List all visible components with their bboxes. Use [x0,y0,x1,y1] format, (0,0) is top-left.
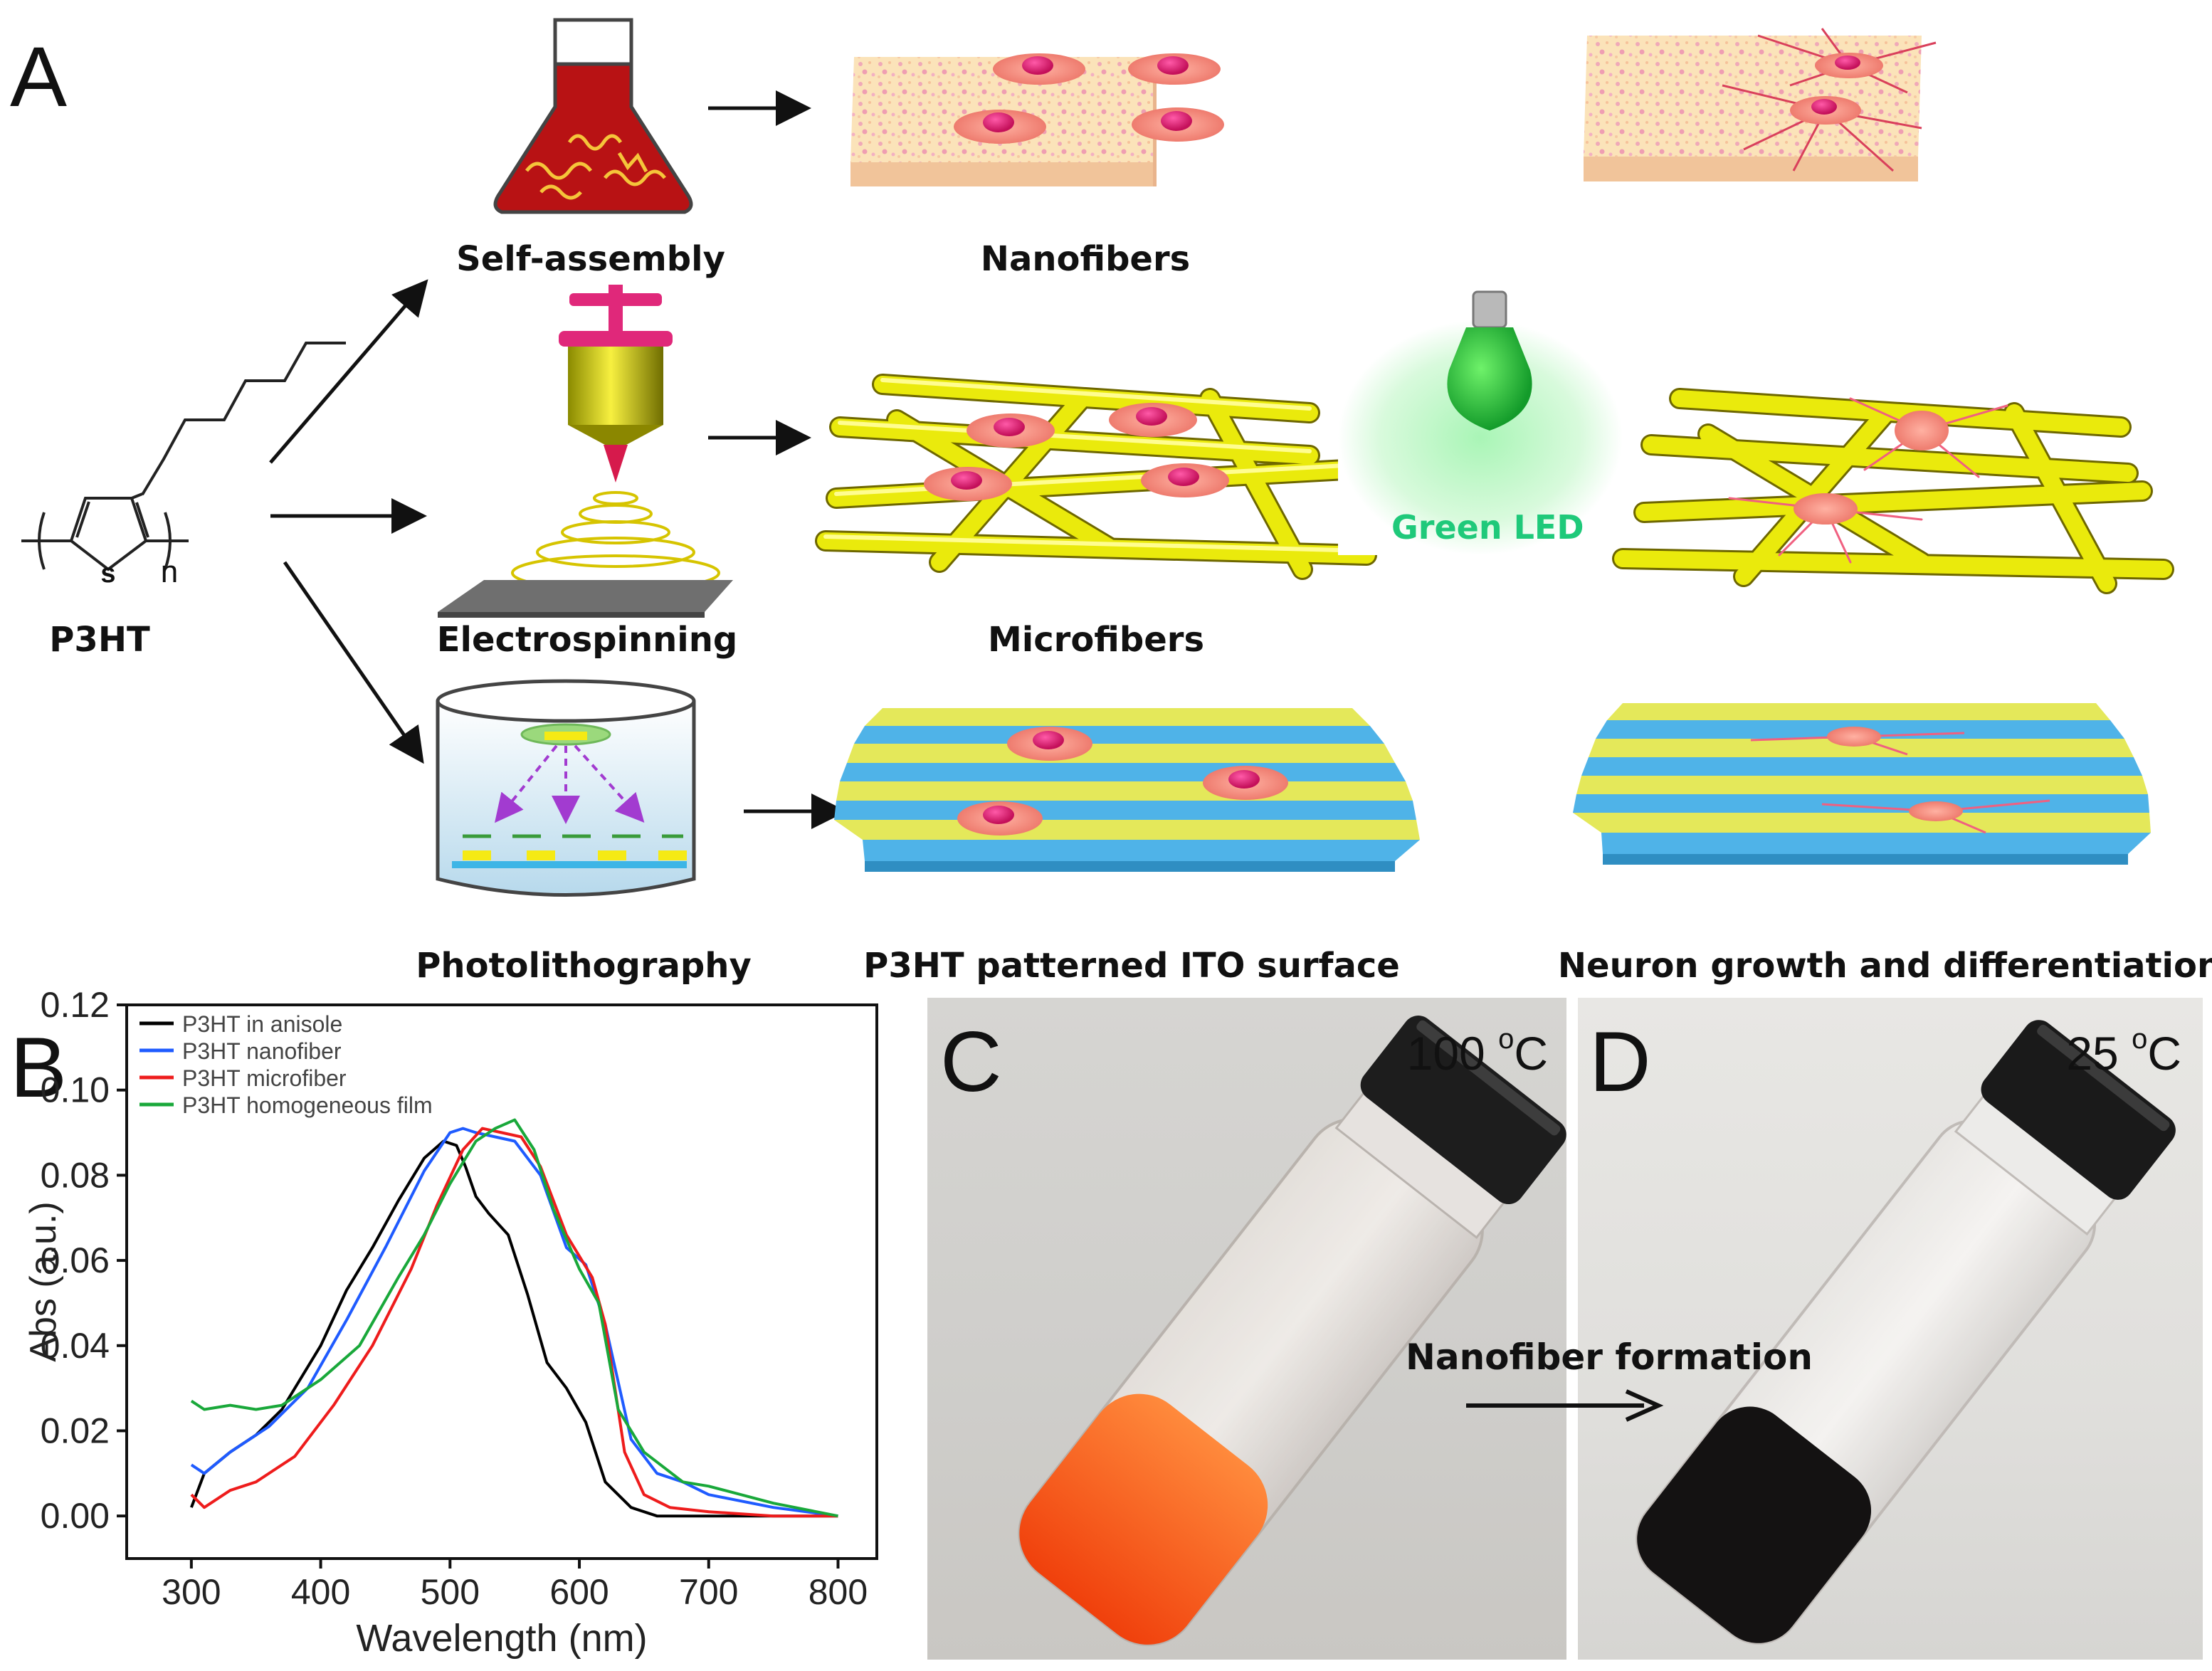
legend-label-2: P3HT nanofiber [182,1038,342,1064]
photo-panel-d: D 25 oC [1578,998,2203,1660]
sulfur-atom-label: s [100,559,115,589]
label-self-assembly: Self-assembly [456,239,725,279]
microfiber-mesh-neurons [1612,388,2174,594]
legend-label-1: P3HT in anisole [182,1011,342,1037]
absorbance-chart: 300 400 500 600 700 800 0.00 0.02 0.04 0.06 0.08 0.… [23,985,878,1660]
label-electrospinning: Electrospinning [436,620,738,660]
label-p3ht: P3HT [49,620,150,660]
x-tick-label: 600 [549,1572,609,1612]
temperature-d-unit: C [2147,1027,2181,1080]
panel-label-a: A [10,29,68,125]
panel-label-d: D [1589,1014,1651,1109]
legend-label-3: P3HT microfiber [182,1065,347,1091]
y-tick-label: 0.08 [41,1155,110,1195]
x-tick-label: 800 [809,1572,868,1612]
flask-icon [493,18,693,214]
degree-sign-d: o [2132,1023,2148,1055]
degree-sign-c: o [1498,1023,1515,1055]
y-tick-label: 0.04 [41,1326,110,1366]
microfiber-mesh [815,374,1377,580]
vial-hot [1018,1016,1566,1646]
temperature-c: 100 oC [1407,1025,1548,1077]
label-nanofibers: Nanofibers [980,239,1191,279]
route-arrows [269,90,1562,829]
label-patterned-ito: P3HT patterned ITO surface [863,946,1400,986]
photo-panel-c: C 100 oC [927,998,1566,1660]
patterned-ito-surface [834,708,1420,872]
nanofiber-mat-neurons [1584,28,1937,181]
panel-a-schematic: s n [21,18,2174,897]
beaker-icon [436,679,696,897]
x-tick-label: 700 [679,1572,738,1612]
series-line-2 [190,1127,838,1518]
nanofiber-formation-arrow [1466,1389,1664,1422]
panel-label-b: B [10,1020,68,1115]
green-led-icon [1338,290,1623,555]
series-line-4 [190,1118,838,1518]
plot-frame [125,1003,878,1560]
y-tick-label: 0.00 [41,1496,110,1536]
label-nanofiber-formation: Nanofiber formation [1406,1337,1813,1378]
repeat-subscript-n: n [161,554,178,589]
label-photolithography: Photolithography [416,946,752,986]
y-tick-label: 0.12 [41,985,110,1025]
patterned-ito-neurons [1573,703,2151,865]
temperature-c-value: 100 [1406,1027,1499,1080]
legend-label-4: P3HT homogeneous film [182,1092,433,1118]
nanofiber-mat [850,53,1224,186]
x-tick-label: 500 [421,1572,480,1612]
y-tick-label: 0.10 [41,1070,110,1110]
temperature-c-unit: C [1514,1027,1548,1080]
p3ht-structure [21,342,346,571]
label-microfibers: Microfibers [987,620,1205,660]
y-tick-label: 0.02 [41,1411,110,1450]
vial-gel [1636,1020,2176,1645]
x-axis-label: Wavelength (nm) [356,1617,647,1660]
temperature-d: 25 oC [2066,1025,2181,1077]
temperature-d-value: 25 [2066,1027,2132,1080]
series-line-1 [190,1139,838,1518]
label-neuron-growth: Neuron growth and differentiation [1557,946,2212,986]
y-axis-label: Abs (a.u.) [23,1201,64,1361]
syringe-icon [438,285,733,618]
series-line-3 [190,1127,838,1518]
panel-label-c: C [940,1014,1002,1109]
label-green-led: Green LED [1391,508,1584,547]
y-tick-label: 0.06 [41,1240,110,1280]
x-tick-label: 300 [162,1572,221,1612]
x-tick-label: 400 [291,1572,350,1612]
